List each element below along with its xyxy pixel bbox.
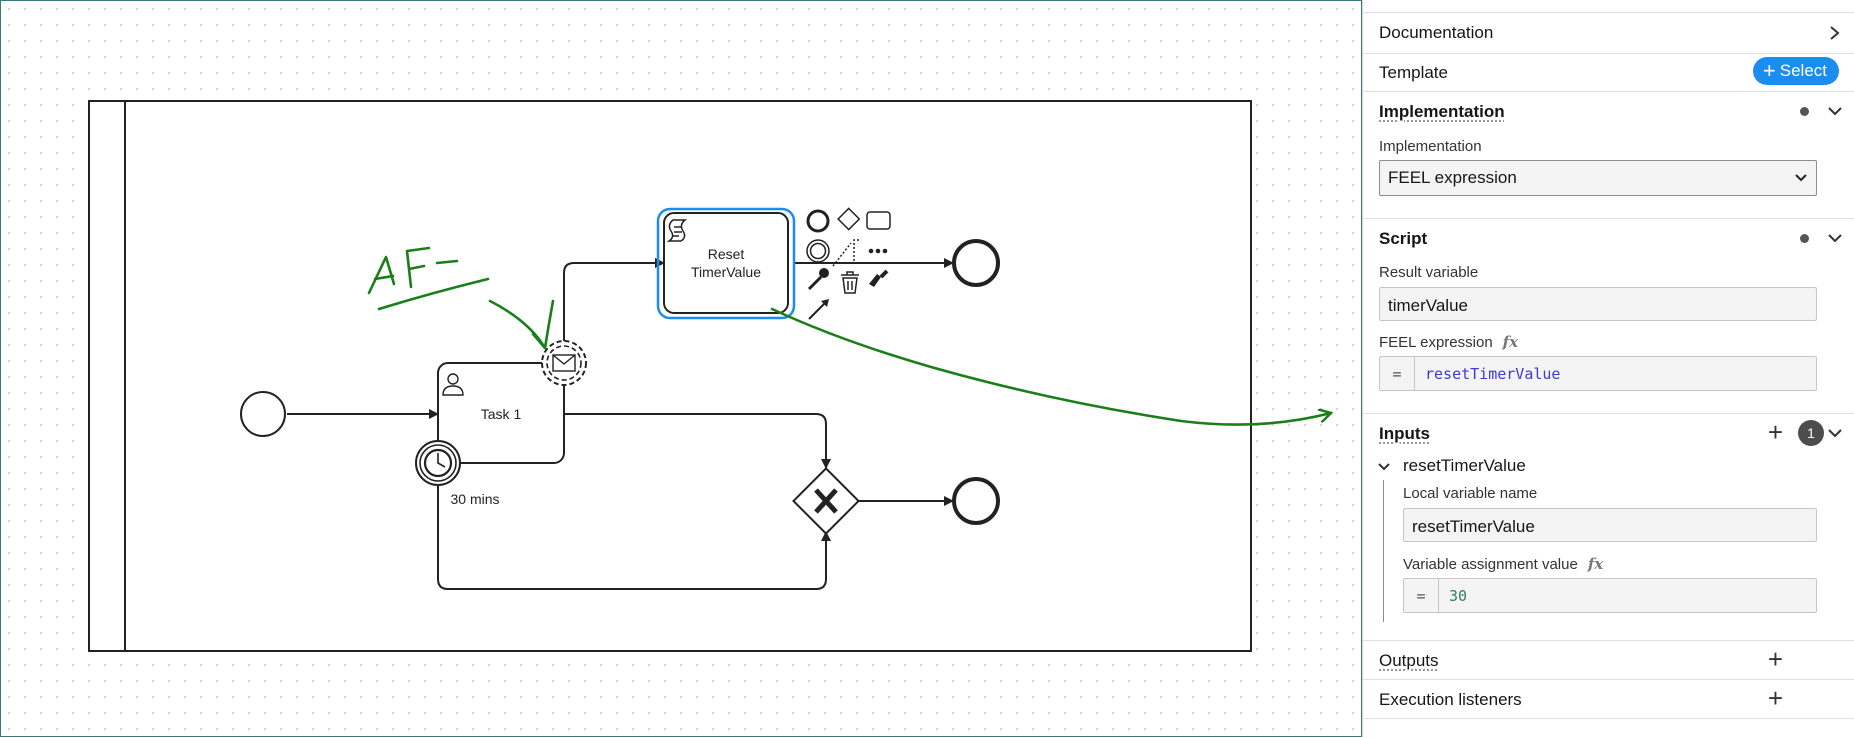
bpmn-diagram[interactable]: Task 1 30 mins Reset (1, 1, 1363, 738)
input-item-name[interactable]: resetTimerValue (1403, 456, 1526, 475)
flow-task1-to-gateway[interactable] (564, 413, 831, 469)
task-1[interactable]: Task 1 (437, 362, 565, 464)
variable-assignment-value[interactable]: 30 (1449, 586, 1468, 605)
x-icon (814, 488, 838, 514)
add-listener-plus-icon[interactable]: + (1767, 683, 1783, 713)
add-input-plus-icon[interactable]: + (1767, 417, 1783, 447)
change-type-wrench-icon[interactable] (807, 268, 829, 291)
script-task-reset-timervalue[interactable]: Reset TimerValue (656, 207, 796, 320)
text-annotation-icon[interactable] (832, 239, 859, 267)
chevron-right-icon[interactable] (1827, 25, 1841, 41)
feel-expression-value[interactable]: resetTimerValue (1425, 364, 1561, 383)
chevron-down-icon[interactable] (1827, 231, 1843, 245)
delete-trash-icon[interactable] (841, 271, 859, 294)
inputs-section: Inputs + 1 resetTimerValue Local variabl… (1363, 414, 1854, 641)
execution-listeners-section[interactable]: Execution listeners + (1363, 680, 1854, 719)
implementation-section: Implementation Implementation FEEL expre… (1363, 92, 1854, 219)
fx-icon[interactable]: fx (1502, 333, 1519, 351)
execution-listeners-label: Execution listeners (1379, 690, 1522, 709)
template-select-label: Select (1779, 61, 1827, 80)
plus-icon: + (1762, 58, 1776, 83)
template-section: Template + Select (1363, 52, 1854, 92)
local-variable-name-label: Local variable name (1403, 485, 1538, 502)
properties-panel: Documentation Template + Select Implemen… (1362, 0, 1854, 737)
template-label: Template (1379, 63, 1448, 82)
task-1-label: Task 1 (481, 406, 522, 422)
flow-timer-to-gateway[interactable] (437, 486, 831, 590)
diagram-canvas[interactable]: Task 1 30 mins Reset (0, 0, 1362, 737)
feel-prefix: = (1380, 357, 1415, 390)
chevron-down-icon[interactable] (1827, 426, 1843, 440)
implementation-header[interactable]: Implementation (1379, 102, 1505, 121)
handwritten-annotation (367, 246, 1331, 426)
implementation-select[interactable]: FEEL expression (1379, 160, 1817, 196)
template-select-button[interactable]: + Select (1752, 57, 1839, 85)
color-brush-icon[interactable] (869, 269, 889, 287)
start-event[interactable] (240, 391, 286, 437)
flow-message-to-reset[interactable] (563, 258, 665, 345)
pool[interactable] (88, 100, 1252, 652)
data-indicator-dot (1800, 234, 1809, 243)
collapse-chevron-icon[interactable] (1377, 462, 1391, 472)
result-variable-input[interactable]: timerValue (1379, 287, 1817, 321)
fx-icon[interactable]: fx (1587, 555, 1604, 573)
script-icon (666, 219, 688, 242)
inputs-count-badge: 1 (1798, 420, 1824, 446)
result-variable-label: Result variable (1379, 264, 1479, 281)
feel-expression-input[interactable]: = resetTimerValue (1379, 356, 1817, 391)
connect-arrow-icon[interactable] (808, 299, 829, 320)
timer-boundary-event[interactable]: 30 mins (415, 440, 500, 507)
feel-prefix: = (1404, 579, 1439, 612)
chevron-down-icon[interactable] (1827, 104, 1843, 118)
next-section-partial (1363, 719, 1854, 737)
script-section: Script Result variable timerValue FEEL e… (1363, 219, 1854, 414)
script-header[interactable]: Script (1379, 229, 1428, 248)
exclusive-gateway[interactable] (792, 467, 860, 535)
outputs-label: Outputs (1379, 651, 1439, 670)
append-task-icon[interactable] (866, 211, 891, 230)
user-icon (442, 373, 464, 396)
chevron-down-icon (1795, 174, 1807, 182)
implementation-selected: FEEL expression (1388, 168, 1517, 187)
inputs-header[interactable]: Inputs (1379, 424, 1430, 443)
data-indicator-dot (1800, 107, 1809, 116)
append-intermediate-event-icon[interactable] (806, 239, 830, 263)
append-gateway-icon[interactable] (837, 207, 861, 231)
end-event-bottom[interactable] (952, 477, 1000, 525)
end-event-top[interactable] (952, 239, 1000, 287)
variable-assignment-input[interactable]: = 30 (1403, 578, 1817, 613)
implementation-field-label: Implementation (1379, 138, 1482, 155)
local-variable-name-input[interactable]: resetTimerValue (1403, 508, 1817, 542)
script-task-label-line1: Reset (708, 246, 745, 262)
more-options-icon[interactable] (868, 248, 888, 254)
nesting-guide-line (1383, 480, 1384, 622)
input-item: resetTimerValue Local variable name rese… (1363, 452, 1854, 637)
outputs-section[interactable]: Outputs + (1363, 641, 1854, 680)
documentation-label: Documentation (1379, 23, 1494, 42)
sequence-flows[interactable] (287, 258, 954, 590)
context-pad[interactable] (806, 207, 891, 320)
script-task-label-line2: TimerValue (691, 264, 761, 280)
documentation-section[interactable]: Documentation (1363, 12, 1854, 54)
add-output-plus-icon[interactable]: + (1767, 644, 1783, 674)
append-end-event-icon[interactable] (806, 209, 830, 233)
message-boundary-event[interactable] (541, 340, 587, 386)
timer-label: 30 mins (450, 491, 499, 507)
